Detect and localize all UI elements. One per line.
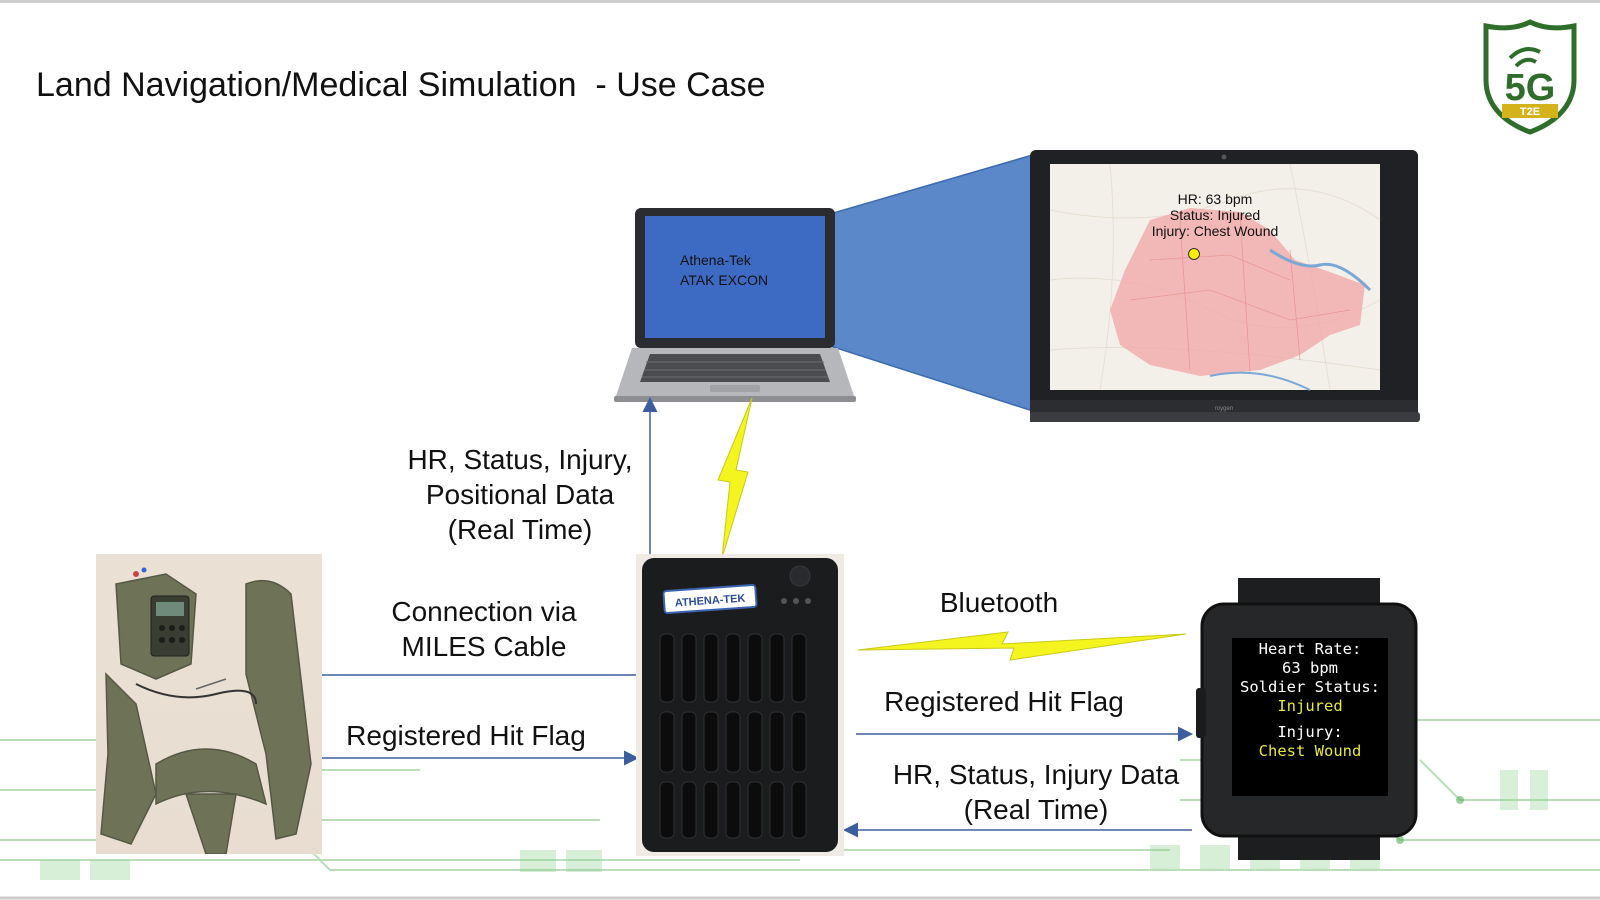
hit-flag-left-label: Registered Hit Flag xyxy=(346,720,586,751)
map-display: roygen xyxy=(1030,150,1420,422)
uplink-label-line1: HR, Status, Injury, xyxy=(407,444,633,475)
miles-harness-photo xyxy=(96,554,322,854)
logo: 5G T2E xyxy=(1483,19,1577,135)
status-data-label: HR, Status, Injury Data (Real Time) xyxy=(876,757,1196,827)
map-popup-hr: HR: 63 bpm xyxy=(1177,191,1253,207)
status-data-line1: HR, Status, Injury Data xyxy=(892,759,1180,790)
map-popup-status: Status: Injured xyxy=(1169,207,1261,223)
miles-label-line2: MILES Cable xyxy=(401,631,567,662)
soldier-marker xyxy=(1188,248,1200,260)
watch-hr-value: 63 bpm xyxy=(1282,659,1338,677)
laptop-screen-line1: Athena-Tek xyxy=(680,252,751,268)
display-brand: roygen xyxy=(1215,406,1233,412)
watch-injury-value: Chest Wound xyxy=(1258,742,1362,760)
uplink-label-line3: (Real Time) xyxy=(447,514,593,545)
miles-cable-label: Connection via MILES Cable xyxy=(364,594,604,664)
watch-screen: Heart Rate: 63 bpm Soldier Status: Injur… xyxy=(1232,640,1388,761)
watch-hr-label: Heart Rate: xyxy=(1258,640,1362,658)
uplink-label-line2: Positional Data xyxy=(425,479,615,510)
bluetooth-label: Bluetooth xyxy=(939,587,1059,618)
laptop xyxy=(614,208,856,402)
laptop-screen-line2: ATAK EXCON xyxy=(680,272,769,288)
watch-injury-label: Injury: xyxy=(1277,723,1343,741)
uplink-label: HR, Status, Injury, Positional Data (Rea… xyxy=(390,442,650,547)
device-brand-label: ATHENA-TEK xyxy=(674,593,745,610)
watch-status-label: Soldier Status: xyxy=(1240,678,1380,696)
map-popup-injury: Injury: Chest Wound xyxy=(1151,223,1279,239)
page-title: Land Navigation/Medical Simulation - Use… xyxy=(36,66,766,104)
watch-status-value: Injured xyxy=(1277,697,1343,715)
athena-tek-device: ATHENA-TEK xyxy=(636,554,844,856)
smartwatch xyxy=(1196,578,1418,860)
logo-5g-text: 5G xyxy=(1505,67,1556,109)
logo-t2e-text: T2E xyxy=(1520,106,1540,118)
miles-label-line1: Connection via xyxy=(391,596,577,627)
hit-flag-right-label: Registered Hit Flag xyxy=(884,686,1124,717)
status-data-line2: (Real Time) xyxy=(963,794,1109,825)
